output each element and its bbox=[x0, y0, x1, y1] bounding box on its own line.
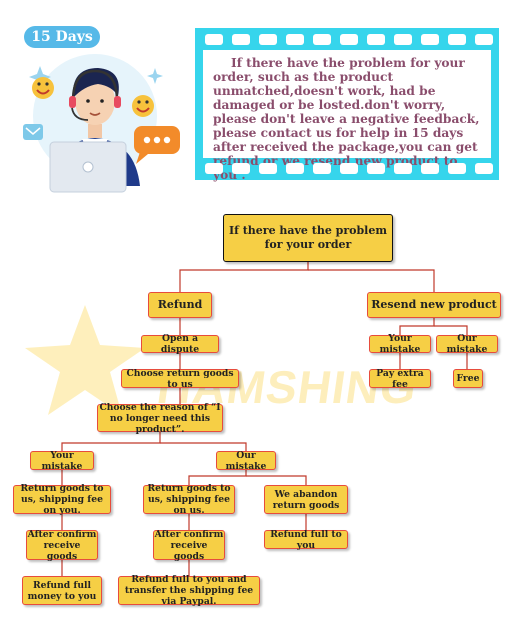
film-hole bbox=[421, 163, 439, 174]
film-hole bbox=[313, 163, 331, 174]
choose-reason-box: Choose the reason of “I no longer need t… bbox=[97, 402, 223, 435]
resend-your-mistake-box: Your mistake bbox=[369, 333, 431, 355]
root-problem-box: If there have the problem for your order bbox=[223, 214, 393, 262]
refund-full-money-box: Refund full money to you bbox=[22, 576, 102, 605]
notice-panel: If there have the problem for your order… bbox=[203, 50, 491, 182]
days-badge: 15 Days bbox=[24, 26, 100, 48]
film-hole bbox=[259, 163, 277, 174]
film-hole bbox=[286, 34, 304, 45]
film-hole bbox=[232, 163, 250, 174]
return-goods-fee-on-us-box: Return goods to us, shipping fee on us. bbox=[143, 483, 235, 516]
after-confirm-box-1: After confirm receive goods bbox=[26, 528, 98, 562]
film-hole bbox=[421, 34, 439, 45]
film-hole bbox=[475, 163, 493, 174]
film-hole bbox=[394, 34, 412, 45]
open-dispute-box: Open a dispute bbox=[141, 333, 219, 355]
resend-new-product-box: Resend new product bbox=[367, 292, 501, 318]
film-hole bbox=[340, 34, 358, 45]
customer-service-illustration bbox=[23, 54, 180, 193]
refund-box: Refund bbox=[148, 292, 212, 318]
film-hole bbox=[367, 34, 385, 45]
film-hole bbox=[205, 163, 223, 174]
refund-your-mistake-box: Your mistake bbox=[30, 450, 94, 472]
film-hole bbox=[259, 34, 277, 45]
film-hole bbox=[340, 163, 358, 174]
film-hole bbox=[286, 163, 304, 174]
film-hole bbox=[367, 163, 385, 174]
return-goods-fee-on-you-box: Return goods to us, shipping fee on you. bbox=[13, 483, 111, 516]
resend-our-mistake-box: Our mistake bbox=[436, 333, 498, 355]
film-hole bbox=[313, 34, 331, 45]
refund-full-paypal-box: Refund full to you and transfer the ship… bbox=[118, 574, 260, 607]
after-confirm-box-2: After confirm receive goods bbox=[153, 528, 225, 562]
film-hole bbox=[448, 163, 466, 174]
film-hole bbox=[448, 34, 466, 45]
film-hole bbox=[205, 34, 223, 45]
film-hole bbox=[475, 34, 493, 45]
film-hole bbox=[394, 163, 412, 174]
film-hole bbox=[232, 34, 250, 45]
notice-filmstrip: If there have the problem for your order… bbox=[195, 28, 499, 182]
refund-full-to-you-box: Refund full to you bbox=[264, 529, 348, 551]
choose-return-box: Choose return goods to us bbox=[121, 368, 239, 390]
we-abandon-return-box: We abandon return goods bbox=[264, 485, 348, 514]
watermark-star-icon bbox=[25, 305, 145, 415]
free-box: Free bbox=[453, 369, 483, 388]
pay-extra-fee-box: Pay extra fee bbox=[369, 368, 431, 390]
refund-our-mistake-box: Our mistake bbox=[216, 450, 276, 472]
